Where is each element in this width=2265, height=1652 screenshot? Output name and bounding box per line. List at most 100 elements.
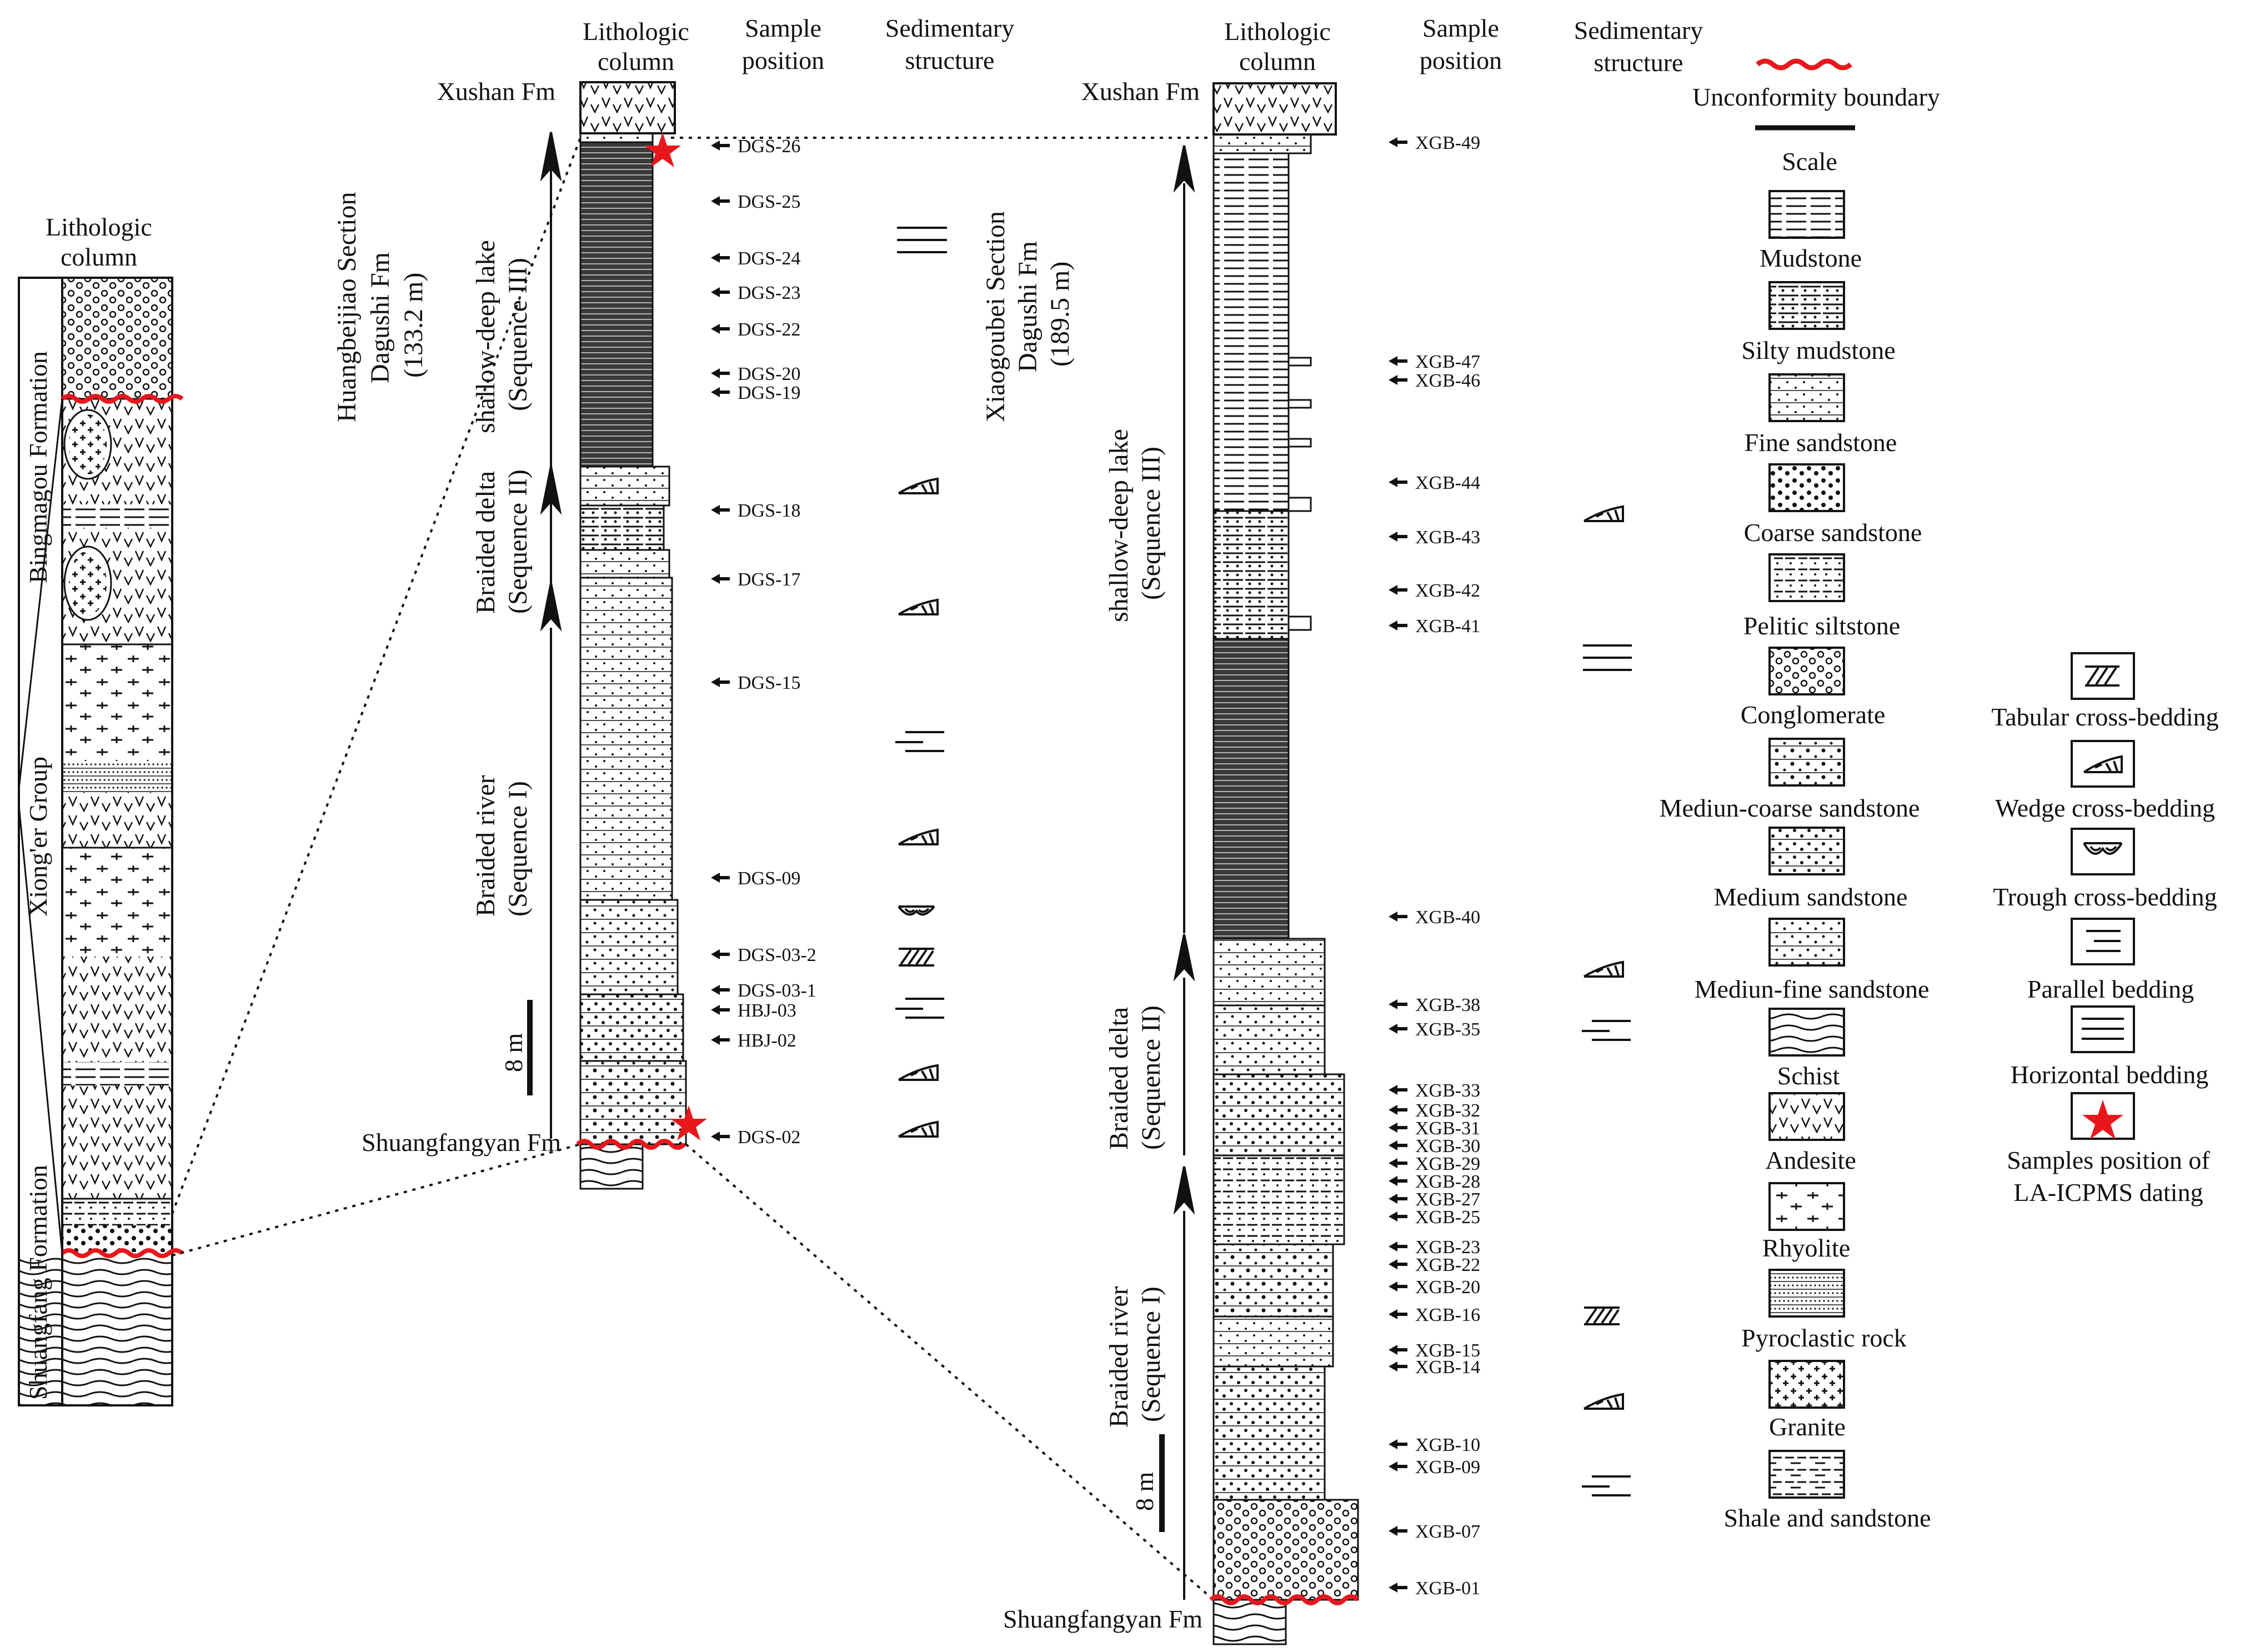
hbj-star-top [644,132,681,167]
rhyolite-swatch [1768,1182,1845,1231]
lithology-legend-swatches [1768,190,1845,1499]
hbj-sample: DGS-17 [711,569,800,590]
lithology-label: Shale and sandstone [1723,1504,1931,1532]
trough-cross-bedding-icon [898,905,935,916]
correlation-line-4 [685,1143,1215,1601]
unconformity-legend-label: Unconformity boundary [1692,83,1940,111]
lithology-label: Coarse sandstone [1744,518,1922,547]
xgb-sample-label: XGB-43 [1415,527,1480,548]
xgb-sample: XGB-29 [1389,1154,1480,1174]
overview-rhyolite-2 [62,848,172,957]
lithology-label: Mudstone [1760,244,1862,272]
xgb-seq1-line2: (Sequence I) [1136,1286,1166,1422]
xgb-seq1-medium [1212,1365,1326,1501]
xgb-tab-3 [1287,438,1312,448]
overview-andesite-3 [62,792,172,848]
hbj-bottom-formation: Shuangfangyan Fm [362,1128,561,1157]
hbj-sedimentary-structures [895,227,947,1138]
xgb-sample-label: XGB-32 [1415,1100,1480,1121]
xgb-sample-label: XGB-15 [1415,1340,1480,1361]
silty-mudstone-swatch [1768,281,1845,330]
xgb-tab-5 [1287,615,1312,631]
hbj-xushan-andesite [579,81,676,134]
xgb-sample: XGB-43 [1389,527,1480,548]
hbj-sample-label: DGS-17 [738,569,800,590]
xgb-top-fine [1212,133,1312,154]
xgb-lithologic-column [1209,82,1359,1645]
xgb-sample: XGB-33 [1389,1080,1480,1101]
xgb-sample-list: XGB-49 XGB-47 XGB-46 XGB-44 XGB-43 XGB-4… [1389,133,1480,1599]
structure-label: Wedge cross-bedding [1995,794,2215,822]
hbj-lithologic-column [576,81,707,1190]
xgb-tab-4 [1287,497,1312,512]
formation-shuangfang: Shuangfang Formation [24,1165,52,1400]
xgb-sample: XGB-15 [1389,1340,1480,1361]
structure-legend-labels: Tabular cross-bedding Wedge cross-beddin… [1991,703,2218,1207]
lithology-label: Mediun-coarse sandstone [1660,794,1920,822]
hbj-section-title-3: (133.2 m) [399,273,428,378]
xgb-sample: XGB-47 [1389,352,1480,372]
hbj-seq3-line1: shallow-deep lake [471,240,500,433]
xgb-sample: XGB-49 [1389,133,1480,153]
xgb-header-sed-1: Sedimentary [1574,16,1703,44]
horizontal-bedding-icon [897,227,947,253]
xgb-sample: XGB-01 [1389,1578,1480,1599]
xgb-sample-label: XGB-30 [1415,1136,1480,1157]
hbj-sample-label: DGS-20 [738,364,800,384]
xgb-sample-label: XGB-47 [1415,352,1480,372]
xgb-sample: XGB-30 [1389,1136,1480,1157]
wedge-cross-bedding-icon [898,1120,939,1138]
hbj-sample-label: DGS-26 [738,136,800,157]
xgb-header-sed-2: structure [1594,48,1683,77]
hbj-mud-top [579,132,654,143]
xgb-sample: XGB-46 [1389,371,1480,391]
medium-coarse-sandstone-swatch [1768,738,1845,787]
xgb-sample: XGB-31 [1389,1118,1480,1139]
hbj-seq2-sandstone [579,465,670,507]
hbj-star-bottom [670,1105,707,1140]
xgb-seq2-medium [1212,1073,1345,1157]
hbj-seq3-line2: (Sequence III) [503,258,533,411]
structure-label: Tabular cross-bedding [1991,703,2218,731]
xgb-section-title-3: (189.5 m) [1045,262,1075,367]
xgb-header-sample-2: position [1420,46,1502,74]
hbj-sample: DGS-09 [711,868,800,889]
hbj-seq1-line1: Braided river [471,775,500,917]
trough-cross-bedding-icon [2083,842,2123,855]
xgb-sample-label: XGB-44 [1415,473,1480,493]
xgb-sample-label: XGB-31 [1415,1118,1480,1139]
wedge-cross-bedding-icon [898,477,939,494]
hbj-header-lith-1: Lithologic [583,17,689,46]
correlation-line-2 [172,1143,581,1256]
xgb-seq3-line1: shallow-deep lake [1104,429,1134,622]
xgb-sample: XGB-32 [1389,1100,1480,1121]
overview-unconformity-bottom [61,1248,184,1258]
andesite-swatch [1768,1092,1845,1141]
hbj-sample-label: DGS-19 [738,383,800,403]
wedge-cross-bedding-icon [2083,755,2123,773]
hbj-header-sed-2: structure [905,46,995,74]
wedge-cross-bedding-icon [1583,505,1624,522]
samples-position-label-1: Samples position of [2007,1146,2210,1174]
xgb-mudstone-lower [1212,638,1290,940]
xgb-seq2-medfine [1212,1004,1326,1075]
xgb-arrow-seq3-head [1173,145,1195,193]
hbj-sample-label: DGS-24 [738,248,800,269]
overview-lens-1-fill [69,414,107,474]
xgb-sample-label: XGB-23 [1415,1237,1480,1258]
hbj-sample-label: DGS-22 [738,319,800,340]
xgb-sample: XGB-16 [1389,1305,1480,1325]
medium-fine-sandstone-swatch [1768,918,1845,967]
lithology-label: Silty mudstone [1741,336,1895,364]
xgb-sample: XGB-41 [1389,616,1480,637]
xgb-sample: XGB-07 [1389,1521,1480,1542]
lithology-label: Medium sandstone [1714,883,1908,911]
star-icon [2082,1100,2123,1139]
lithology-label: Andesite [1765,1146,1856,1174]
parallel-bedding-icon [895,998,944,1019]
xgb-sedimentary-structures [1582,505,1632,1496]
wedge-cross-bedding-icon [1583,1393,1624,1410]
overview-mudstone [62,1062,172,1085]
hbj-section-title-1: Huangbeijiao Section [332,192,362,422]
